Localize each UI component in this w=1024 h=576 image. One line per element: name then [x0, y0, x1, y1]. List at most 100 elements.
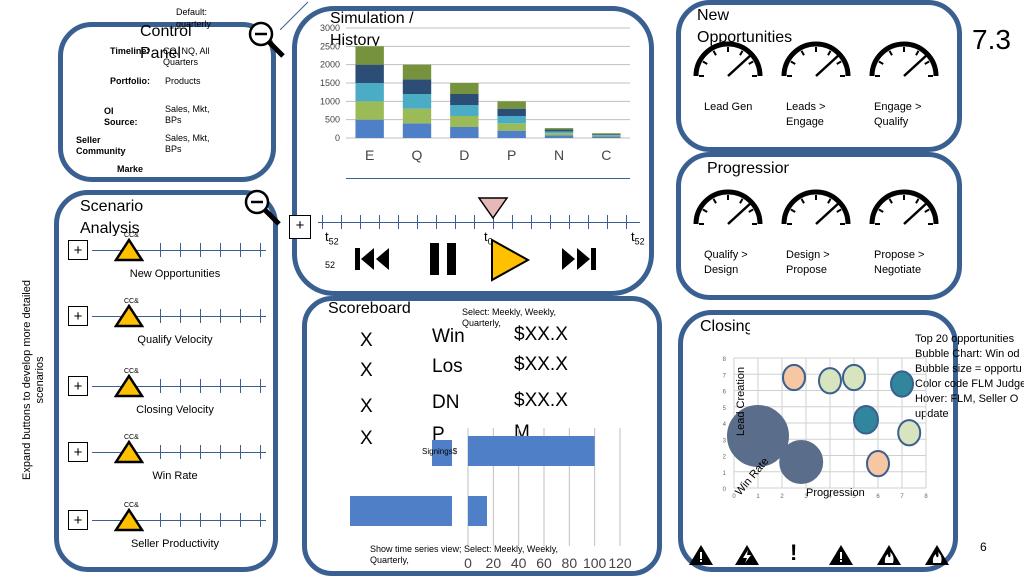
scoreboard-cell: $XX.X [514, 354, 568, 375]
bar-segment [402, 64, 432, 80]
y-tick-label: 2 [723, 455, 727, 461]
control-panel-portfolio-value[interactable]: Products [165, 76, 201, 86]
x-tick-label: 5 [852, 494, 856, 500]
fire-icon[interactable] [876, 544, 902, 566]
control-panel-seller-label: Seller Community [76, 135, 126, 156]
expand-scenario-button[interactable]: + [68, 376, 88, 396]
x-tick-label: C [601, 147, 611, 163]
scenario-tick [240, 445, 241, 459]
connector-line [280, 1, 309, 30]
bubble[interactable] [853, 404, 879, 435]
timeline-marker-icon[interactable] [476, 196, 510, 220]
bar-segment [402, 123, 432, 138]
scenario-tick [240, 379, 241, 393]
closing-note: Color code FLM Judge [915, 378, 1024, 390]
x-tick-label: 100 [583, 555, 607, 570]
timeline-axis [318, 222, 640, 223]
bar-segment [497, 108, 526, 116]
expand-timeline-button[interactable]: + [289, 215, 311, 239]
warning-icon[interactable] [114, 304, 144, 328]
bar-segment [355, 101, 384, 120]
scoreboard-cell: P [432, 424, 445, 445]
bolt-icon[interactable] [734, 544, 760, 566]
scenario-tick [260, 513, 261, 527]
x-tick-label: 2 [780, 494, 784, 500]
scenario-track [92, 452, 266, 453]
timeline-tick [417, 215, 418, 229]
timeline-tick [341, 215, 342, 229]
bubble[interactable] [779, 440, 824, 484]
bar-segment [355, 64, 384, 83]
timeline-tick [512, 215, 513, 229]
scoreboard-cell: DN [432, 392, 460, 413]
scenario-tick [260, 243, 261, 257]
control-panel-oi-source-value[interactable]: Sales, Mkt, BPs [165, 104, 210, 125]
timeline-tick [360, 215, 361, 229]
timeline-end-label: t52 [631, 229, 645, 247]
warning-icon[interactable] [114, 374, 144, 398]
bar-segment [592, 133, 621, 134]
x-tick-label: N [554, 147, 564, 163]
y-tick-label: 5 [723, 406, 727, 412]
x-tick-label: 40 [511, 555, 527, 570]
bubble[interactable] [782, 363, 806, 392]
expand-scenario-button[interactable]: + [68, 240, 88, 260]
warning-icon[interactable] [114, 508, 144, 532]
y-tick-label: 7 [723, 373, 727, 379]
warning-icon[interactable] [114, 440, 144, 464]
bubble[interactable] [727, 405, 789, 467]
control-panel-seller-value[interactable]: Sales, Mkt, BPs [165, 133, 210, 154]
expand-scenario-button[interactable]: + [68, 442, 88, 462]
warning-icon[interactable] [828, 544, 854, 566]
y-tick-label: 2000 [320, 60, 340, 70]
bubble[interactable] [818, 367, 842, 395]
exclamation-icon[interactable]: ! [790, 540, 798, 565]
pause-button[interactable] [428, 242, 460, 276]
timeline-tick [607, 215, 608, 229]
bar-segment [592, 134, 621, 136]
bubble[interactable] [890, 370, 914, 398]
bar-segment [402, 79, 432, 94]
bubble[interactable] [897, 419, 922, 447]
rewind-button[interactable] [354, 246, 392, 272]
bar-segment [355, 119, 384, 138]
bubble[interactable] [842, 363, 866, 392]
zoom-out-icon[interactable] [246, 20, 290, 62]
x-tick-label: 8 [924, 494, 928, 500]
y-tick-label: 1000 [320, 96, 340, 106]
scenario-tick [180, 379, 181, 393]
bar-segment [544, 128, 574, 130]
progression-panel [676, 152, 962, 300]
control-panel-portfolio-label: Portfolio: [110, 76, 150, 86]
warning-icon[interactable] [688, 544, 714, 566]
y-tick-label: 6 [723, 390, 727, 396]
bar [468, 436, 595, 466]
control-panel-timeline-value[interactable]: CQ, NQ, All Quarters [163, 46, 210, 67]
play-button[interactable] [488, 238, 532, 282]
scenario-tick [220, 445, 221, 459]
bar-segment [544, 131, 574, 134]
timeline-tick [455, 215, 456, 229]
scoreboard-bottom-note[interactable]: Show time series view; Select: Meekly, W… [370, 544, 559, 565]
scoreboard-select-note[interactable]: Select: Meekly, Weekly, Quarterly, [462, 307, 557, 328]
x-tick-label: 20 [486, 555, 502, 570]
scenario-tick [260, 445, 261, 459]
control-panel-timeline-label: Timeline: [110, 46, 150, 56]
fire-icon[interactable] [924, 544, 950, 566]
scenario-title: Scenario Analysis [80, 198, 144, 236]
timeline-tick [531, 215, 532, 229]
fast-forward-button[interactable] [560, 246, 598, 272]
y-tick-label: 8 [723, 357, 727, 363]
x-axis-label: Progression [806, 487, 865, 499]
closing-note: Bubble Chart: Win od [915, 348, 1020, 360]
expand-scenario-button[interactable]: + [68, 510, 88, 530]
scenario-row-label: Win Rate [152, 470, 198, 482]
bar-segment [544, 129, 574, 132]
bubble[interactable] [866, 449, 890, 478]
zoom-out-icon-scenario[interactable] [242, 188, 286, 230]
warning-icon[interactable] [114, 238, 144, 262]
expand-scenario-button[interactable]: + [68, 306, 88, 326]
scenario-tick [180, 513, 181, 527]
